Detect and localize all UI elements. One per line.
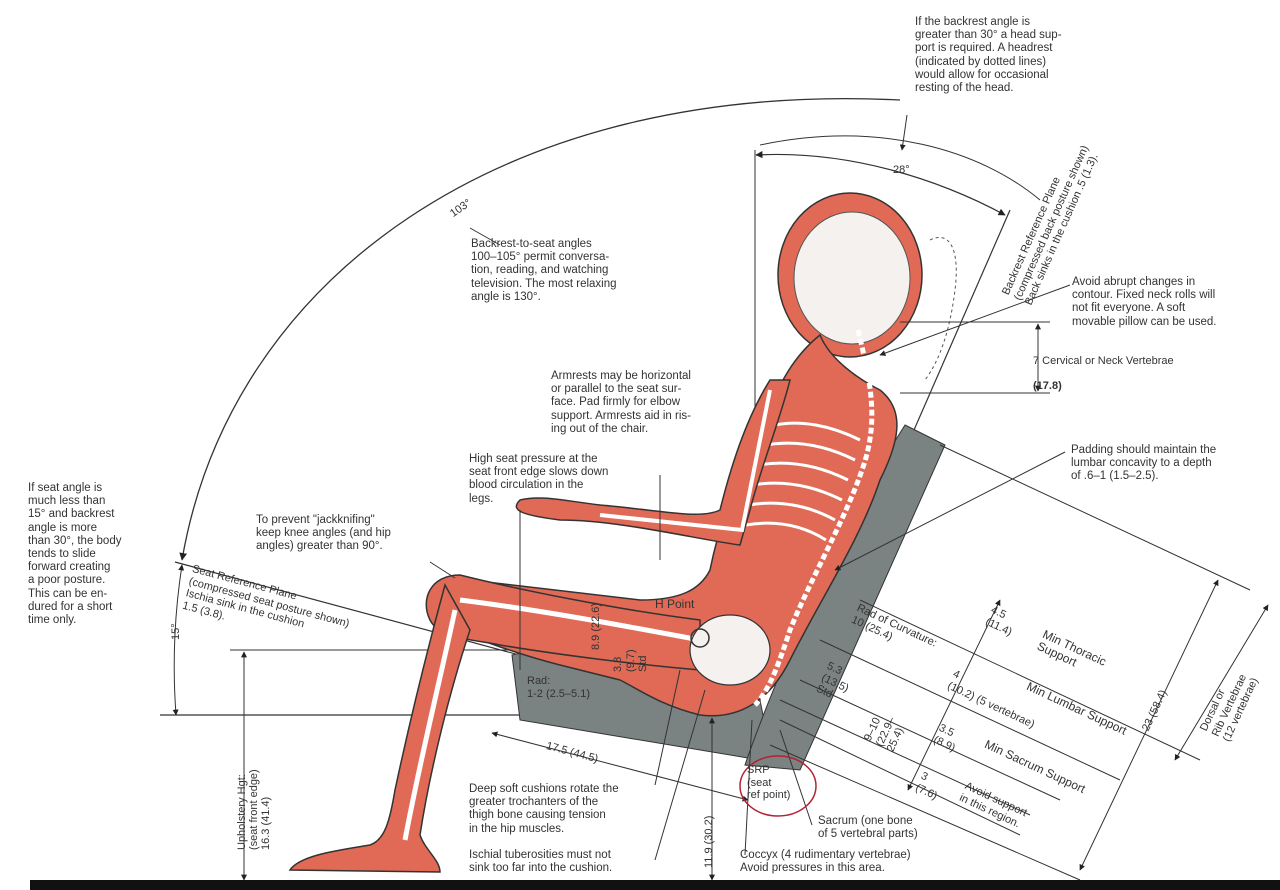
srp-circle bbox=[739, 755, 817, 817]
headrest-note: If the backrest angle is greater than 30… bbox=[915, 16, 1062, 95]
armrests-note: Armrests may be horizontal or parallel t… bbox=[551, 370, 691, 435]
seat-depth-arrow bbox=[491, 731, 749, 802]
cervical-text: 7 Cervical or Neck Vertebrae bbox=[1033, 354, 1174, 367]
coccyx-note: Coccyx (4 rudimentary vertebrae) Avoid p… bbox=[740, 849, 911, 875]
neck-note: Avoid abrupt changes in contour. Fixed n… bbox=[1072, 276, 1217, 328]
dim-3-8-label: 3.8 (9.7) Std bbox=[612, 649, 649, 672]
dim-8-9-label: 8.9 (22.6) bbox=[590, 602, 602, 650]
seat-pressure-note: High seat pressure at the seat front edg… bbox=[469, 453, 609, 505]
dotted-headrest bbox=[924, 237, 957, 381]
tibia bbox=[402, 609, 458, 841]
spine bbox=[753, 329, 875, 707]
backrest-angles-note: Backrest-to-seat angles 100–105° permit … bbox=[471, 238, 617, 303]
rad-cushion-label: Rad: 1-2 (2.5–5.1) bbox=[527, 675, 590, 700]
support-segments-arrow bbox=[907, 599, 1001, 791]
upholstery-height-label: Upholstery Hgt: (seat front edge) 16.3 (… bbox=[236, 769, 272, 850]
deep-cushions-note: Deep soft cushions rotate the greater tr… bbox=[469, 783, 619, 835]
sacrum-note: Sacrum (one bone of 5 vertebral parts) bbox=[818, 815, 918, 841]
femur bbox=[459, 597, 701, 643]
leader-lines bbox=[429, 227, 813, 861]
arm bbox=[515, 379, 791, 546]
dorsal-arrow bbox=[1174, 604, 1269, 761]
headrest-leader bbox=[899, 114, 908, 151]
thigh bbox=[425, 574, 701, 671]
srp-label: SRP (seat ref point) bbox=[747, 764, 791, 801]
lower-leg bbox=[288, 583, 471, 873]
lumbar-note: Padding should maintain the lumbar conca… bbox=[1071, 444, 1217, 483]
backrest-seat-angle-arc bbox=[179, 98, 901, 561]
seat-angle-arc bbox=[172, 564, 185, 716]
h-point-label: H Point bbox=[655, 597, 695, 611]
h-point-marker bbox=[690, 628, 710, 648]
pelvis bbox=[689, 614, 771, 686]
body-silhouette bbox=[288, 192, 923, 873]
backrest-angle-arc bbox=[755, 151, 1006, 216]
height-11-9-label: 11.9 (30.2) bbox=[703, 815, 715, 868]
ischial-note: Ischial tuberosities must not sink too f… bbox=[469, 849, 613, 875]
cervical-label: 7 Cervical or Neck Vertebrae (17.8) bbox=[1033, 342, 1174, 392]
arm-bones bbox=[599, 389, 772, 533]
cervical-dim: (17.8) bbox=[1033, 379, 1062, 392]
skull bbox=[793, 211, 911, 345]
angle-15-label: 15° bbox=[170, 623, 182, 640]
seat-angle-note: If seat angle is much less than 15° and … bbox=[28, 482, 122, 627]
neck-leader bbox=[879, 284, 1071, 356]
lumbar-leader bbox=[834, 451, 1066, 571]
headrest-arc bbox=[759, 135, 1041, 201]
angle-28-label: 28° bbox=[893, 164, 910, 176]
floor-line bbox=[30, 880, 1280, 890]
jackknifing-note: To prevent "jackknifing" keep knee angle… bbox=[256, 514, 391, 553]
ribcage bbox=[745, 421, 861, 542]
